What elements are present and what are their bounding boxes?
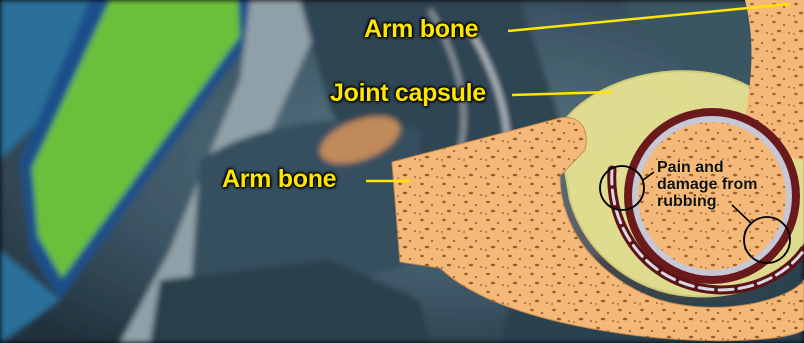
label-pain-line-2: damage from: [657, 176, 757, 193]
label-arm-bone-top: Arm bone: [364, 17, 478, 42]
label-pain-damage: Pain and damage from rubbing: [657, 159, 757, 210]
label-pain-line-3: rubbing: [657, 193, 757, 210]
label-arm-bone-left: Arm bone: [222, 167, 336, 192]
label-joint-capsule: Joint capsule: [330, 81, 486, 106]
label-pain-line-1: Pain and: [657, 159, 757, 176]
